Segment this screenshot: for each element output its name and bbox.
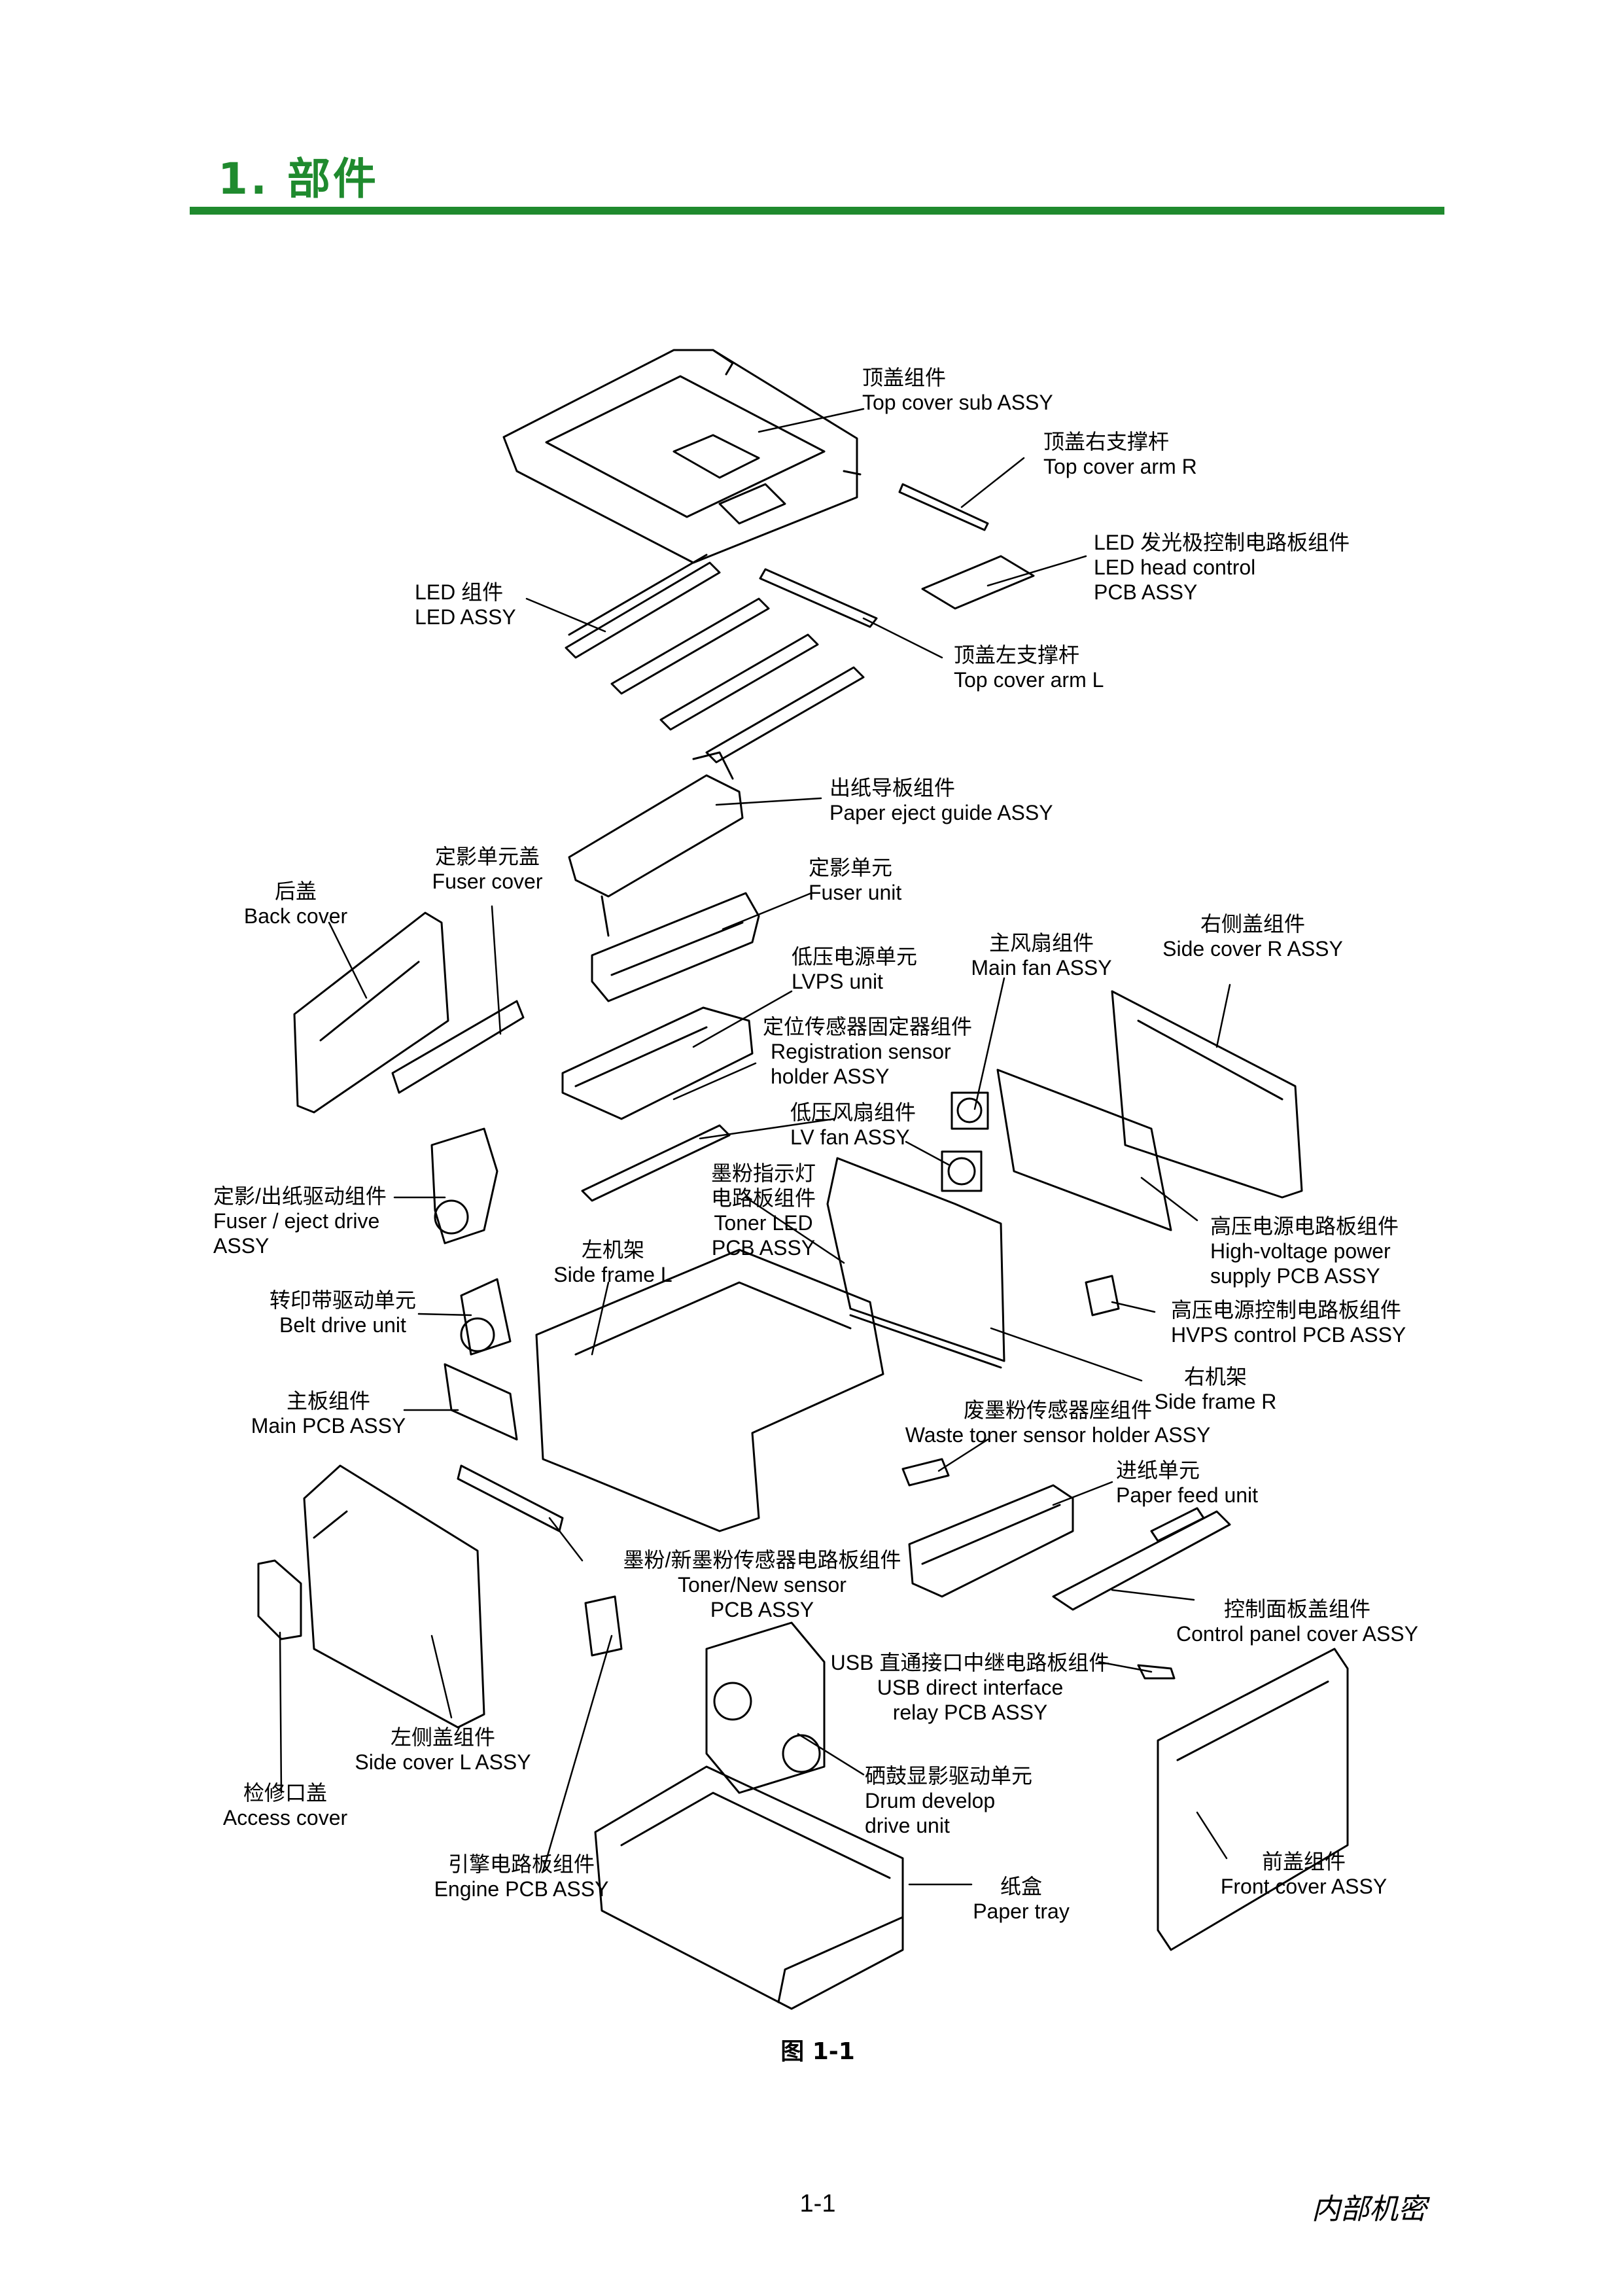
drum-develop-drive-part xyxy=(705,1621,826,1794)
paper-eject-guide-part xyxy=(568,751,744,937)
access-cover-part xyxy=(257,1559,302,1640)
figure-caption: 图 1-1 xyxy=(780,2038,855,2065)
waste-toner-holder-part xyxy=(901,1458,950,1487)
usb-relay-pcb-part xyxy=(1137,1664,1176,1680)
page-title: 1. 部件 xyxy=(218,154,379,204)
pcbs-part xyxy=(444,1363,623,1657)
side-cover-l-part xyxy=(303,1464,485,1729)
registration-sensor-holder-part xyxy=(581,1124,731,1202)
main-frame-part xyxy=(535,1157,1005,1532)
side-cover-r-part xyxy=(1111,990,1303,1199)
paper-tray-part xyxy=(594,1765,904,2010)
fuser-unit-part xyxy=(591,892,760,1002)
drive-assemblies-part xyxy=(430,1127,512,1356)
confidential-mark: 内部机密 xyxy=(1312,2193,1427,2226)
paper-feed-unit-part xyxy=(908,1484,1074,1598)
top-cover-arm-r-part xyxy=(898,483,1035,610)
top-cover-part xyxy=(502,349,862,564)
control-panel-cover-part xyxy=(1052,1507,1231,1611)
back-cover-part xyxy=(293,911,525,1114)
page-number: 1-1 xyxy=(799,2190,836,2217)
title-rule xyxy=(190,207,1444,215)
hv-pcb-part xyxy=(996,1069,1172,1316)
leader-lines xyxy=(279,408,1231,1886)
led-heads-part xyxy=(565,554,878,764)
fans-part xyxy=(941,1091,989,1192)
lvps-unit-part xyxy=(561,1006,754,1120)
front-cover-part xyxy=(1157,1648,1349,1951)
